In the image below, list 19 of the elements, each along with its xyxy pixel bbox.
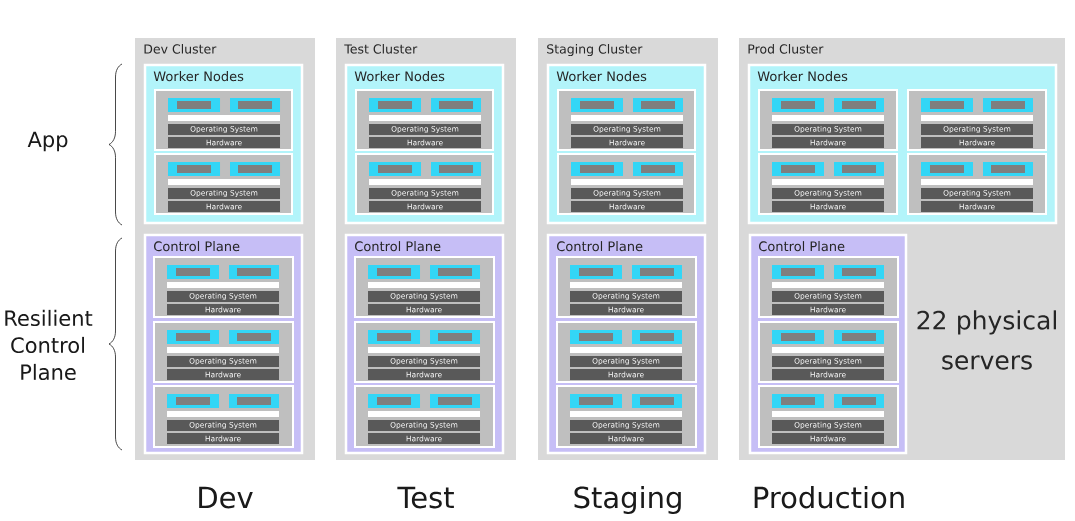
cluster-caption: Production: [754, 485, 904, 509]
group-title: Worker Nodes: [556, 71, 647, 82]
group-title: Control Plane: [154, 241, 240, 252]
group-title: Control Plane: [355, 241, 441, 252]
group-title: Worker Nodes: [354, 71, 445, 82]
cluster-note: 22 physical servers: [917, 310, 1056, 370]
cluster-title: Staging Cluster: [547, 44, 643, 57]
group-title: Worker Nodes: [153, 71, 244, 82]
cluster-caption: Staging: [574, 485, 681, 515]
group-title: Worker Nodes: [757, 71, 848, 82]
group-title: Control Plane: [759, 241, 845, 252]
cluster-caption: Test: [397, 486, 454, 509]
cluster-title: Prod Cluster: [748, 44, 824, 54]
cluster-title: Test Cluster: [344, 44, 418, 54]
group-title: Control Plane: [557, 241, 643, 252]
cluster-caption: Dev: [199, 486, 253, 509]
side-label: App: [27, 131, 68, 152]
cluster-title: Dev Cluster: [144, 44, 217, 54]
side-label: Resilient Control Plane: [5, 309, 93, 381]
